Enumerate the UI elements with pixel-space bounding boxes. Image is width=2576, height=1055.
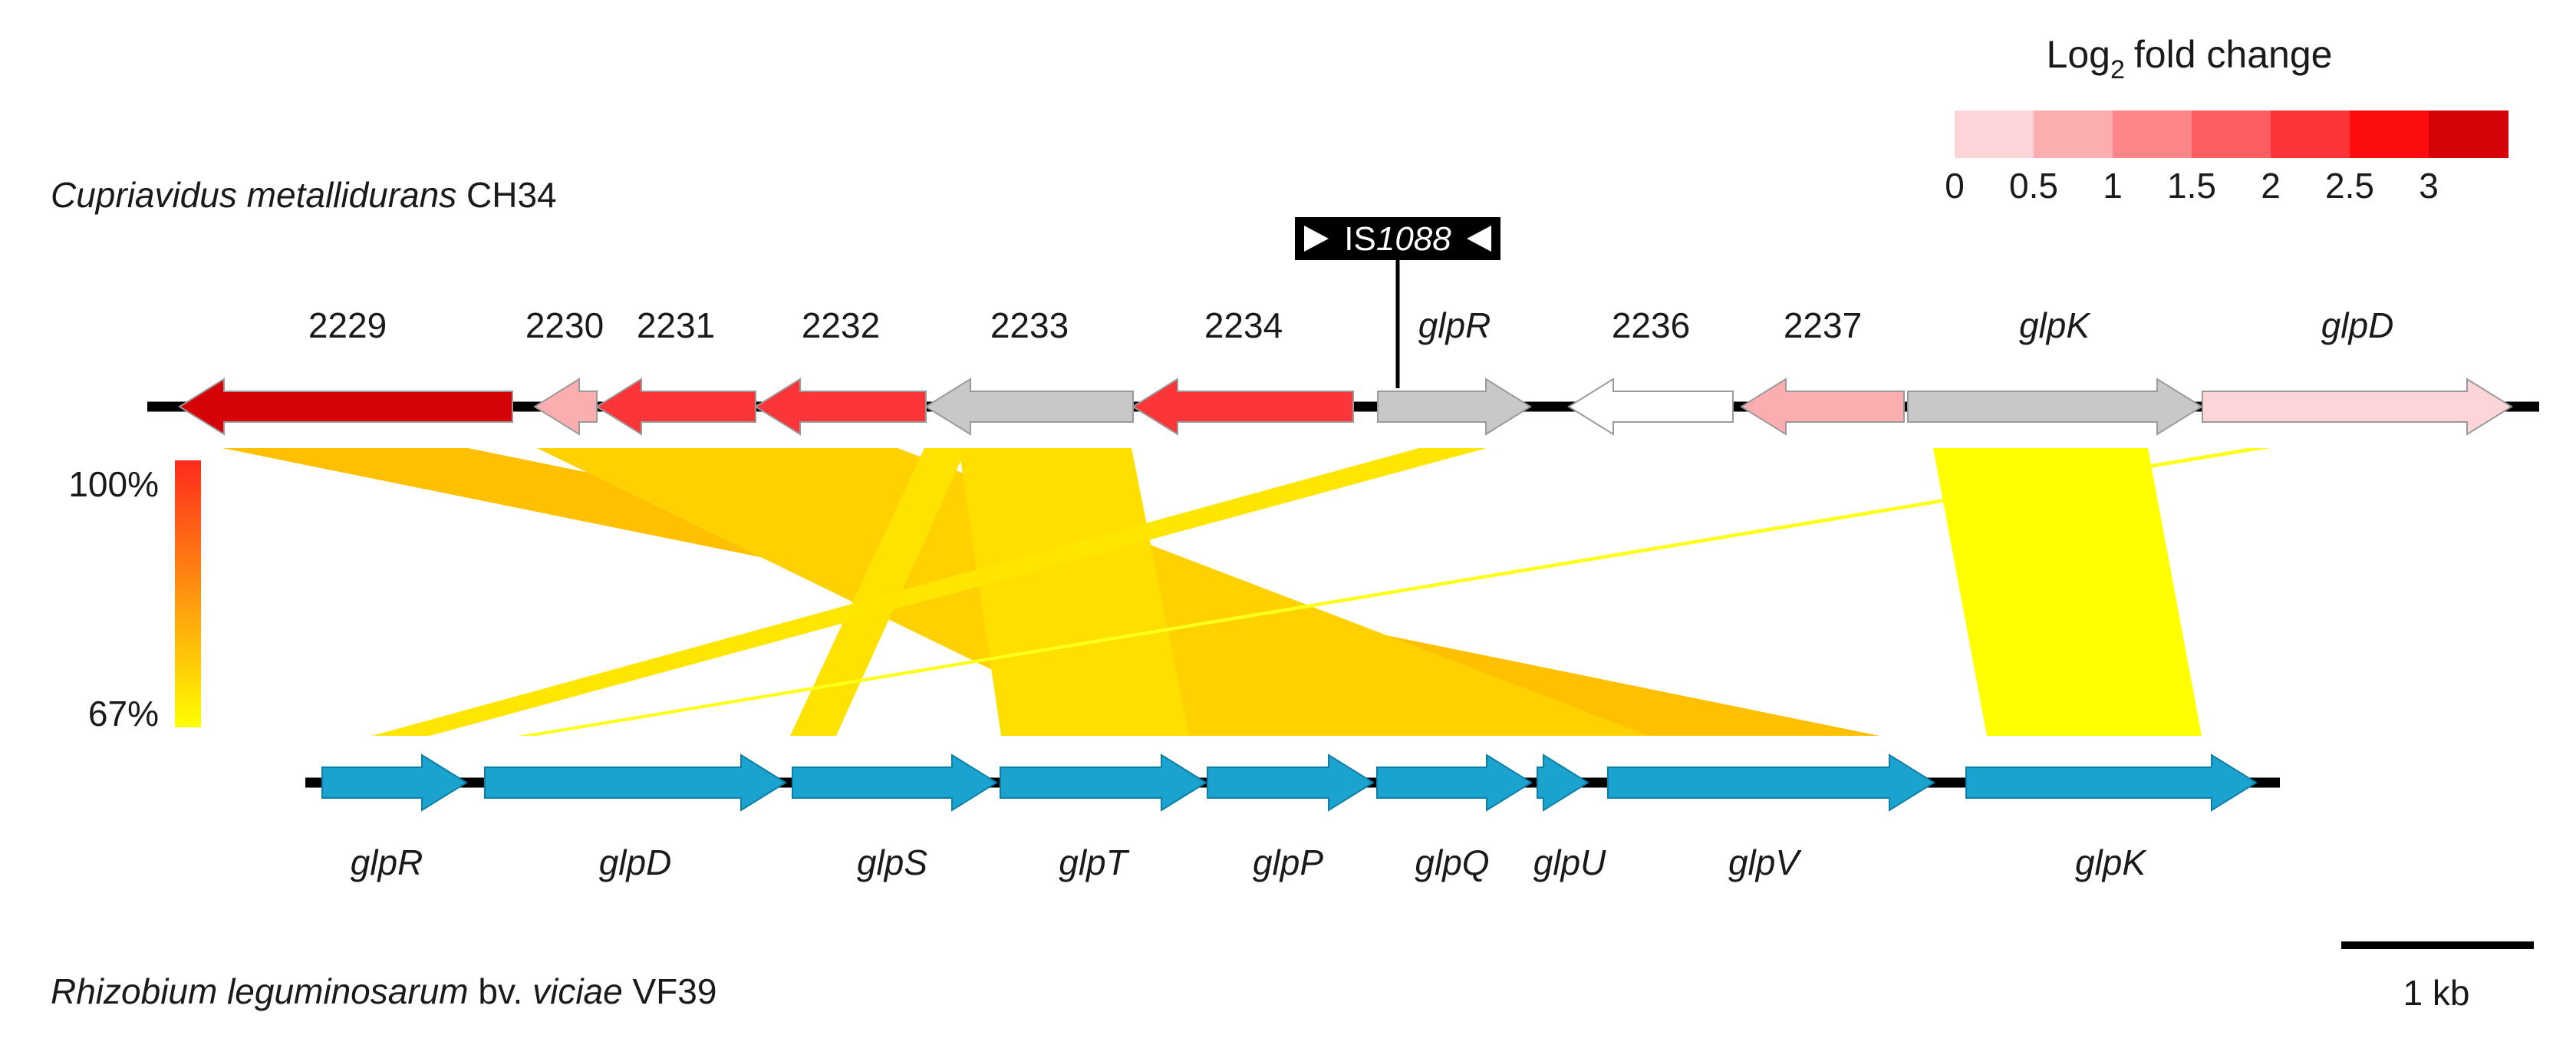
top-gene-arrow (1907, 377, 2203, 436)
top-gene-label: 2230 (525, 305, 604, 345)
bottom-gene-label: glpV (1728, 842, 1802, 882)
bottom-gene-label: glpU (1533, 842, 1606, 882)
homology-ribbons (222, 448, 2271, 736)
homology-ribbon (518, 448, 2271, 736)
bottom-gene-arrow (1207, 753, 1375, 812)
legend-tick-label: 2 (2261, 166, 2281, 206)
identity-min-label: 67% (88, 694, 159, 734)
homology-ribbon (959, 448, 1189, 736)
bottom-gene-label: glpT (1059, 842, 1129, 882)
bottom-gene-label: glpR (351, 842, 423, 882)
top-gene-arrow (1567, 377, 1734, 436)
bottom-gene-track: glpR glpD glpS glpT glpP glpQ glpU glpV glpK (321, 753, 2258, 882)
legend-swatch (2429, 110, 2508, 158)
bottom-gene-label: glpD (599, 842, 672, 882)
top-gene-arrow (1132, 377, 1354, 436)
top-gene-arrow (533, 377, 598, 436)
bottom-gene-label: glpQ (1415, 842, 1489, 882)
scale-bar: 1 kb (2341, 941, 2534, 1013)
legend-swatch (1955, 110, 2034, 158)
legend-tick-label: 1.5 (2167, 166, 2216, 206)
bottom-gene-arrow (484, 753, 787, 812)
top-gene-label: 2236 (1612, 305, 1690, 345)
is1088-right-triangle-icon (1467, 226, 1491, 252)
bottom-species-label: Rhizobium leguminosarum bv. viciae VF39 (51, 971, 716, 1011)
scale-bar-label: 1 kb (2403, 973, 2470, 1013)
is1088-left-triangle-icon (1304, 226, 1329, 252)
bottom-gene-arrow (1965, 753, 2258, 812)
top-gene-track: 2229 2230 2231 2232 2233 2234 glpR 2236 2237 glpK… (178, 305, 2513, 436)
legend-tick-label: 2.5 (2325, 166, 2374, 206)
homology-ribbon (790, 448, 967, 736)
top-gene-label: 2231 (637, 305, 715, 345)
is1088-marker: IS1088 (1295, 217, 1500, 388)
top-gene-arrow (924, 377, 1134, 436)
bottom-gene-arrow (792, 753, 998, 812)
legend-swatch (2034, 110, 2113, 158)
legend-swatch (2113, 110, 2192, 158)
legend-swatch (2350, 110, 2429, 158)
bottom-gene-arrow (1537, 753, 1589, 812)
top-gene-label: glpR (1418, 305, 1491, 345)
is1088-label: IS1088 (1344, 220, 1451, 258)
bottom-gene-arrow (321, 753, 468, 812)
top-gene-label: 2234 (1204, 305, 1283, 345)
bottom-gene-label: glpK (2075, 842, 2147, 882)
legend-swatch (2271, 110, 2350, 158)
bottom-gene-label: glpS (857, 842, 927, 882)
legend-swatches (1955, 110, 2508, 158)
legend-swatch (2192, 110, 2271, 158)
top-gene-label: 2237 (1784, 305, 1862, 345)
legend-tick-label: 1 (2103, 166, 2123, 206)
legend-tick-label: 0 (1945, 166, 1965, 206)
legend-tick-label: 3 (2419, 166, 2439, 206)
identity-max-label: 100% (68, 464, 159, 504)
top-gene-arrow (754, 377, 927, 436)
bottom-gene-arrow (1607, 753, 1935, 812)
homology-ribbon (1933, 448, 2202, 736)
bottom-gene-arrow (1000, 753, 1207, 812)
legend-ticks: 0 0.5 1 1.5 2 2.5 3 (1945, 166, 2439, 206)
top-species-label: Cupriavidus metallidurans CH34 (51, 175, 557, 215)
top-gene-label: 2233 (990, 305, 1069, 345)
identity-scale: 100% 67% (68, 460, 201, 734)
top-gene-arrow (1740, 377, 1905, 436)
homology-ribbon (372, 448, 1487, 736)
top-gene-label: glpD (2321, 305, 2394, 345)
top-gene-label: 2229 (308, 305, 387, 345)
top-gene-arrow (1377, 377, 1532, 436)
identity-gradient-bar (175, 460, 201, 727)
bottom-gene-arrow (1376, 753, 1533, 812)
top-gene-arrow (595, 377, 756, 436)
is1088-box (1295, 217, 1500, 260)
top-gene-arrow (2202, 377, 2513, 436)
legend-tick-label: 0.5 (2009, 166, 2058, 206)
top-gene-label: glpK (2019, 305, 2091, 345)
bottom-gene-label: glpP (1253, 842, 1323, 882)
top-gene-arrow (178, 377, 513, 436)
top-gene-label: 2232 (802, 305, 880, 345)
